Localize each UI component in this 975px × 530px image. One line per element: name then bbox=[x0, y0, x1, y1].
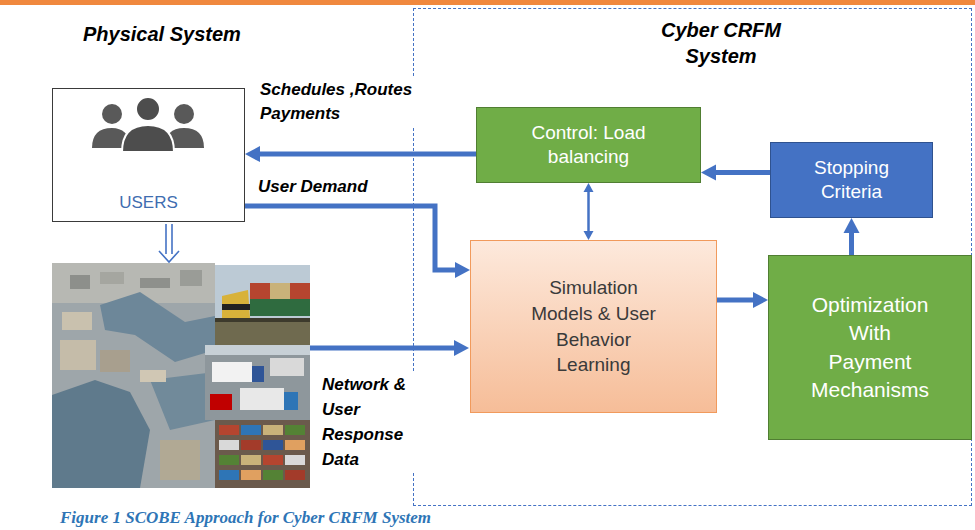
section-label: Physical System bbox=[83, 22, 241, 46]
truck-cab bbox=[210, 394, 232, 410]
connector-arrow bbox=[245, 146, 476, 162]
arrow-shaft bbox=[171, 224, 173, 254]
train-photo bbox=[215, 265, 310, 345]
container bbox=[250, 283, 310, 299]
container bbox=[285, 425, 305, 435]
container bbox=[219, 455, 239, 465]
terminal-area bbox=[100, 350, 130, 372]
connector-line bbox=[587, 191, 590, 232]
photo-ground bbox=[52, 263, 215, 488]
double-arrow bbox=[159, 224, 179, 262]
container bbox=[250, 299, 310, 316]
connector-arrow bbox=[245, 206, 470, 278]
connector-arrow bbox=[844, 218, 860, 255]
connector-line bbox=[717, 298, 754, 303]
container bbox=[285, 470, 305, 480]
arrow-head bbox=[455, 262, 470, 278]
arrow-head bbox=[701, 164, 716, 180]
data-arrow bbox=[310, 340, 469, 356]
container bbox=[270, 283, 290, 299]
container bbox=[285, 455, 305, 465]
city-block bbox=[70, 275, 90, 289]
arrow-head bbox=[159, 251, 179, 262]
sky bbox=[205, 345, 310, 355]
box-label: Control: Load balancing bbox=[509, 121, 669, 169]
container bbox=[285, 440, 305, 450]
figure-caption: Figure 1 SCOBE Approach for Cyber CRFM S… bbox=[60, 508, 431, 527]
truck-trailer bbox=[270, 358, 304, 376]
arrow-head bbox=[454, 340, 469, 356]
arrow-shaft bbox=[165, 224, 167, 254]
container bbox=[241, 470, 261, 480]
city-block bbox=[180, 270, 202, 286]
trucks-photo bbox=[205, 345, 310, 420]
edge-label: User Demand bbox=[256, 175, 370, 199]
container bbox=[263, 440, 283, 450]
cyber-region: Cyber CRFM SystemControl: Load balancing… bbox=[413, 8, 972, 506]
stopping-box: Stopping Criteria bbox=[770, 142, 933, 218]
container bbox=[241, 425, 261, 435]
terminal-area bbox=[60, 340, 96, 370]
harbor-water bbox=[52, 380, 150, 488]
arrow-head bbox=[245, 146, 260, 162]
top-bar bbox=[0, 0, 975, 5]
rail bbox=[215, 318, 310, 322]
arrow-shaft bbox=[310, 346, 455, 351]
yard bbox=[215, 420, 310, 488]
container-yard-photo bbox=[215, 420, 310, 488]
region-title: Cyber CRFM System bbox=[646, 17, 796, 69]
connector-arrow bbox=[717, 292, 768, 308]
ground bbox=[215, 318, 310, 345]
connector-arrow bbox=[584, 183, 594, 240]
arrow-head bbox=[584, 231, 594, 240]
container bbox=[263, 455, 283, 465]
container bbox=[263, 470, 283, 480]
sky bbox=[215, 265, 310, 345]
person-body bbox=[122, 125, 174, 152]
arrow-head bbox=[844, 218, 860, 233]
box-label: Stopping Criteria bbox=[792, 156, 912, 204]
container bbox=[263, 425, 283, 435]
control-box: Control: Load balancing bbox=[476, 107, 701, 183]
users-box: USERS bbox=[52, 88, 245, 222]
connector-line bbox=[259, 152, 476, 157]
container bbox=[241, 455, 261, 465]
container bbox=[219, 470, 239, 480]
terminal-area bbox=[140, 370, 166, 382]
truck-trailer bbox=[212, 362, 252, 382]
locomotive-stripe bbox=[222, 304, 250, 310]
truck-trailer bbox=[240, 388, 284, 410]
truck-cab bbox=[284, 392, 298, 410]
locomotive bbox=[222, 290, 250, 318]
box-label: Simulation Models & User Behavior Learni… bbox=[529, 275, 659, 378]
connector-arrow bbox=[701, 164, 770, 180]
truck-cab bbox=[252, 366, 264, 382]
road bbox=[205, 345, 310, 420]
person-head bbox=[174, 104, 194, 124]
city-block bbox=[100, 272, 124, 284]
arrow-head bbox=[584, 183, 594, 192]
people-icon bbox=[92, 97, 204, 152]
terminal-area bbox=[160, 440, 200, 480]
person-head bbox=[136, 97, 160, 121]
edge-label: Schedules ,Routes Payments bbox=[258, 78, 447, 126]
data-label: Network & User Response Data bbox=[322, 372, 420, 472]
container bbox=[219, 425, 239, 435]
box-label: Optimization With Payment Mechanisms bbox=[807, 291, 933, 404]
terminal-area bbox=[62, 312, 92, 330]
optimization-box: Optimization With Payment Mechanisms bbox=[768, 255, 972, 440]
box-label: USERS bbox=[119, 193, 178, 213]
connector-line bbox=[849, 232, 854, 255]
arrow-head bbox=[753, 292, 768, 308]
connector-line bbox=[245, 206, 456, 270]
container bbox=[241, 440, 261, 450]
person-head bbox=[102, 104, 122, 124]
simulation-box: Simulation Models & User Behavior Learni… bbox=[470, 240, 717, 413]
container bbox=[219, 440, 239, 450]
port-aerial-photo bbox=[52, 263, 215, 488]
city-block bbox=[140, 278, 170, 288]
connector-line bbox=[715, 170, 770, 175]
